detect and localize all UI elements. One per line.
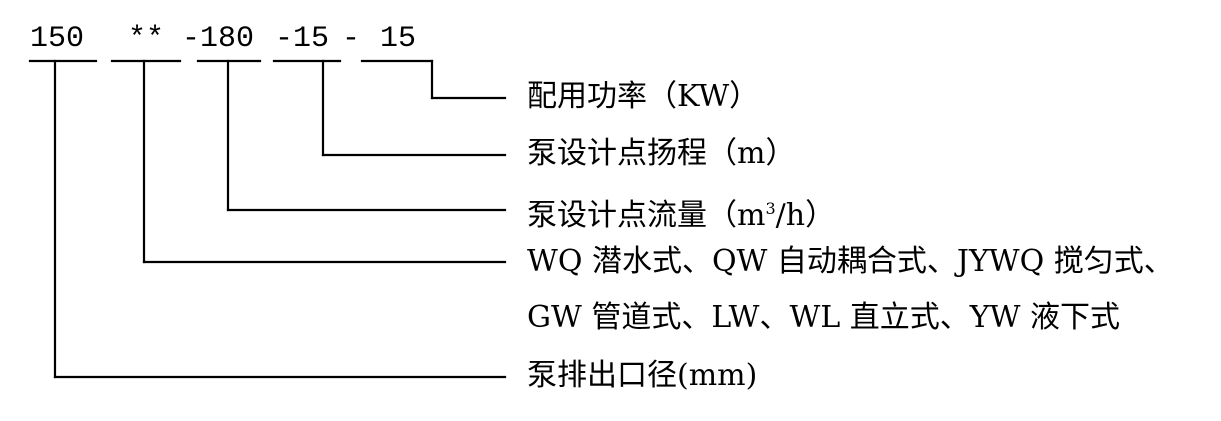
code-head: 15: [293, 22, 330, 56]
label-flow-sup: 3: [765, 199, 776, 218]
label-type-line-2: GW 管道式、LW、WL 直立式、YW 液下式: [527, 300, 1120, 335]
label-type-line-1: WQ 潜水式、QW 自动耦合式、JYWQ 搅匀式、: [527, 244, 1174, 279]
code-flow: 180: [200, 22, 255, 56]
label-flow: 泵设计点流量（m3/h）: [527, 190, 835, 235]
code-dash-2: -: [275, 22, 294, 56]
label-head: 泵设计点扬程（m）: [527, 136, 796, 171]
label-flow-suffix: /h）: [775, 198, 836, 233]
label-power: 配用功率（KW）: [527, 79, 760, 114]
code-type: **: [128, 22, 165, 56]
code-dash-1: -: [182, 22, 201, 56]
code-dash-3: -: [342, 22, 361, 56]
label-outlet: 泵排出口径(mm): [527, 358, 758, 393]
label-flow-prefix: 泵设计点流量（m: [527, 198, 766, 233]
code-outlet: 150: [30, 22, 85, 56]
code-power: 15: [380, 22, 417, 56]
